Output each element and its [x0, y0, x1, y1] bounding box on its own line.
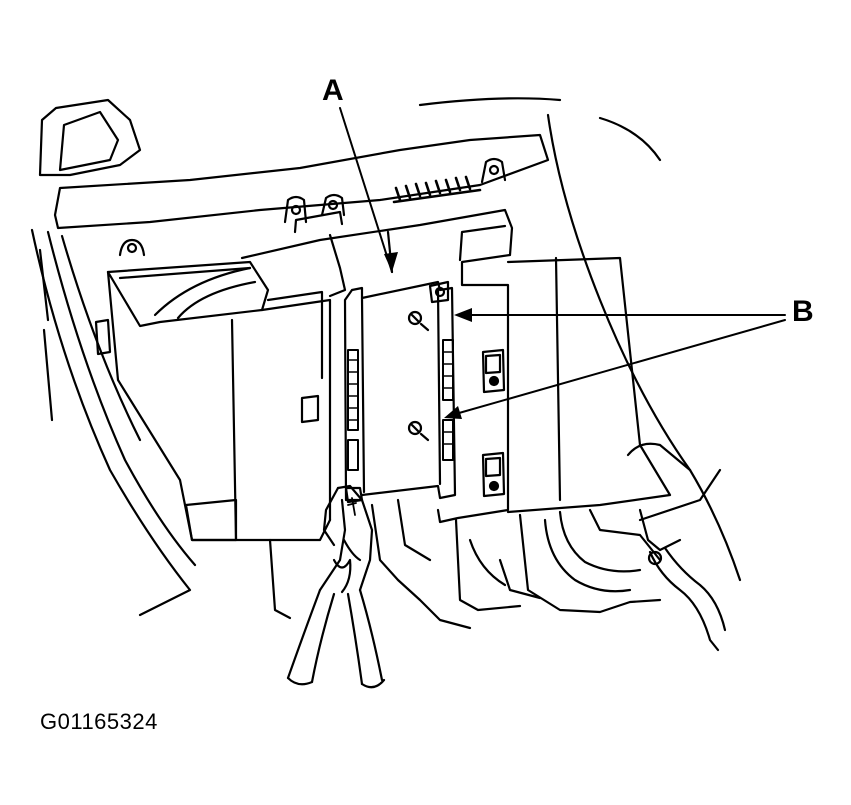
callout-label-a: A [322, 74, 344, 107]
arrowhead-a [384, 252, 398, 272]
control-unit [343, 280, 457, 504]
leader-lines [339, 107, 786, 416]
leader-b-lower [451, 319, 786, 416]
lower-left-panel [94, 260, 332, 542]
vent-grille [392, 175, 482, 204]
arrowhead-b-lower [444, 406, 462, 419]
callout-label-b: B [792, 295, 814, 328]
mounting-tabs [118, 157, 507, 257]
dash-panel-outline [30, 97, 742, 617]
lower-column-assembly [268, 442, 727, 652]
carrier-bracket [240, 208, 672, 524]
pliers-tool [286, 484, 386, 689]
arrowhead-b-upper [454, 308, 472, 322]
bracket-switches [481, 348, 506, 498]
arrowheads [384, 252, 472, 419]
leader-a [339, 107, 393, 273]
figure-id: G01165324 [40, 709, 158, 734]
